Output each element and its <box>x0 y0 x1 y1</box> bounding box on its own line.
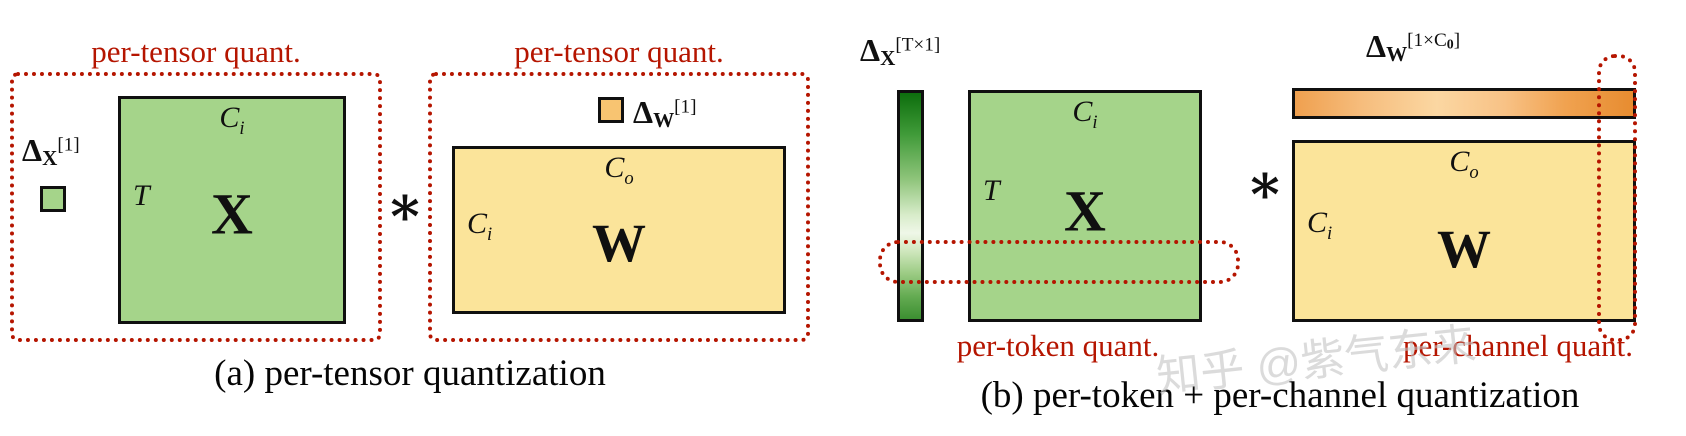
orange-scale-square <box>598 97 624 123</box>
delta-superscript: [1] <box>57 134 80 156</box>
delta-x-per-token-label: ΔX[T×1] <box>860 32 940 71</box>
delta-x-scale-label: ΔX[1] <box>22 132 80 171</box>
per-tensor-quant-label-x: per-tensor quant. <box>91 34 301 69</box>
delta-superscript: [T×1] <box>895 34 941 56</box>
delta-subscript: X <box>880 45 896 70</box>
per-token-scale-gradient-bar <box>897 90 924 322</box>
per-token-quant-label: per-token quant. <box>956 328 1160 363</box>
matrix-x-name: X <box>211 181 253 247</box>
matrix-x-b: Ci T X <box>968 90 1202 322</box>
dim-ci-left: Ci <box>1307 206 1333 245</box>
delta-subscript: W <box>1386 41 1408 66</box>
per-channel-scale-gradient-bar <box>1292 88 1636 119</box>
delta-w-per-channel-label: ΔW[1×C0] <box>1366 28 1460 67</box>
delta-subscript: X <box>42 145 58 170</box>
dim-t-left: T <box>133 178 150 212</box>
per-channel-quant-label: per-channel quant. <box>1402 328 1634 363</box>
matrix-x-a: Ci T X <box>118 96 346 324</box>
matrix-w-b: Co Ci W <box>1292 140 1636 322</box>
delta-symbol: Δ <box>1366 28 1387 64</box>
dim-ci-left: Ci <box>467 207 493 246</box>
delta-subscript: W <box>653 107 675 132</box>
dim-t-left: T <box>983 174 1000 208</box>
matrix-w-name: W <box>592 212 646 273</box>
delta-symbol: Δ <box>633 94 654 130</box>
dim-ci-top: Ci <box>1072 95 1098 133</box>
token-row-highlight <box>878 240 1240 284</box>
green-scale-square <box>40 186 66 212</box>
delta-w-scale-label: ΔW[1] <box>633 94 697 133</box>
dim-co-top: Co <box>1449 145 1479 183</box>
dim-co-top: Co <box>604 151 634 189</box>
delta-symbol: Δ <box>860 32 881 68</box>
matrix-w-a: Co Ci W <box>452 146 786 314</box>
matrix-w-name: W <box>1437 218 1491 279</box>
delta-symbol: Δ <box>22 132 43 168</box>
caption-b: (b) per-token + per-channel quantization <box>980 375 1580 416</box>
channel-column-highlight <box>1597 54 1637 342</box>
per-tensor-w-dotted-box <box>428 72 810 342</box>
per-tensor-x-dotted-box <box>10 72 382 342</box>
matmul-operator-b: ∗ <box>1245 154 1285 216</box>
dim-ci-top: Ci <box>219 101 245 139</box>
per-tensor-quant-label-w: per-tensor quant. <box>514 34 724 69</box>
matrix-x-name: X <box>1064 178 1106 244</box>
delta-superscript: [1] <box>674 96 697 118</box>
delta-superscript: [1×C0] <box>1407 30 1461 52</box>
caption-a: (a) per-tensor quantization <box>214 353 606 394</box>
matmul-operator-a: ∗ <box>385 176 425 238</box>
